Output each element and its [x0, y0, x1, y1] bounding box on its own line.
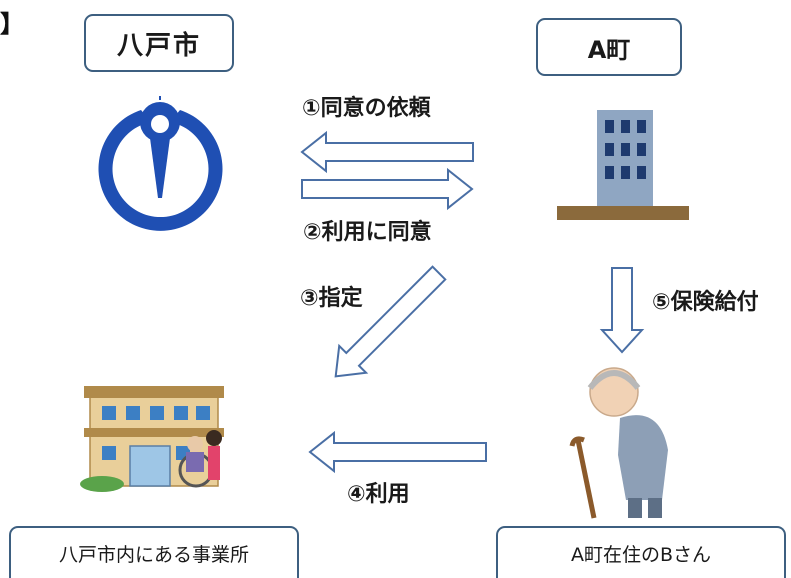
- arrow-designation: [334, 265, 447, 378]
- node-office-label: 八戸市内にある事業所: [58, 543, 249, 566]
- node-resident: A町在住のBさん: [496, 526, 786, 578]
- step-4-label: ④利用: [347, 482, 410, 507]
- care-facility-icon: [80, 386, 224, 492]
- city-emblem-icon: [98, 96, 223, 231]
- node-a-town-label: A町: [587, 35, 631, 64]
- arrow-consent-use: [301, 167, 474, 211]
- town-office-building-icon: [557, 110, 689, 220]
- step-3-label: ③指定: [300, 286, 363, 311]
- node-hachinohe-label: 八戸市: [116, 30, 201, 61]
- arrow-request-consent: [300, 130, 474, 174]
- node-office: 八戸市内にある事業所: [9, 526, 299, 578]
- step-5-label: ⑤保険給付: [652, 290, 759, 315]
- arrow-use: [308, 430, 487, 474]
- arrow-insurance-benefit: [599, 267, 645, 354]
- corner-bracket: 】: [0, 10, 24, 38]
- step-1-label: ①同意の依頼: [302, 96, 431, 121]
- step-2-label: ②利用に同意: [303, 220, 432, 245]
- node-a-town: A町: [536, 18, 682, 76]
- node-hachinohe-city: 八戸市: [84, 14, 234, 72]
- elderly-person-icon: [569, 367, 668, 519]
- node-resident-label: A町在住のBさん: [570, 543, 712, 566]
